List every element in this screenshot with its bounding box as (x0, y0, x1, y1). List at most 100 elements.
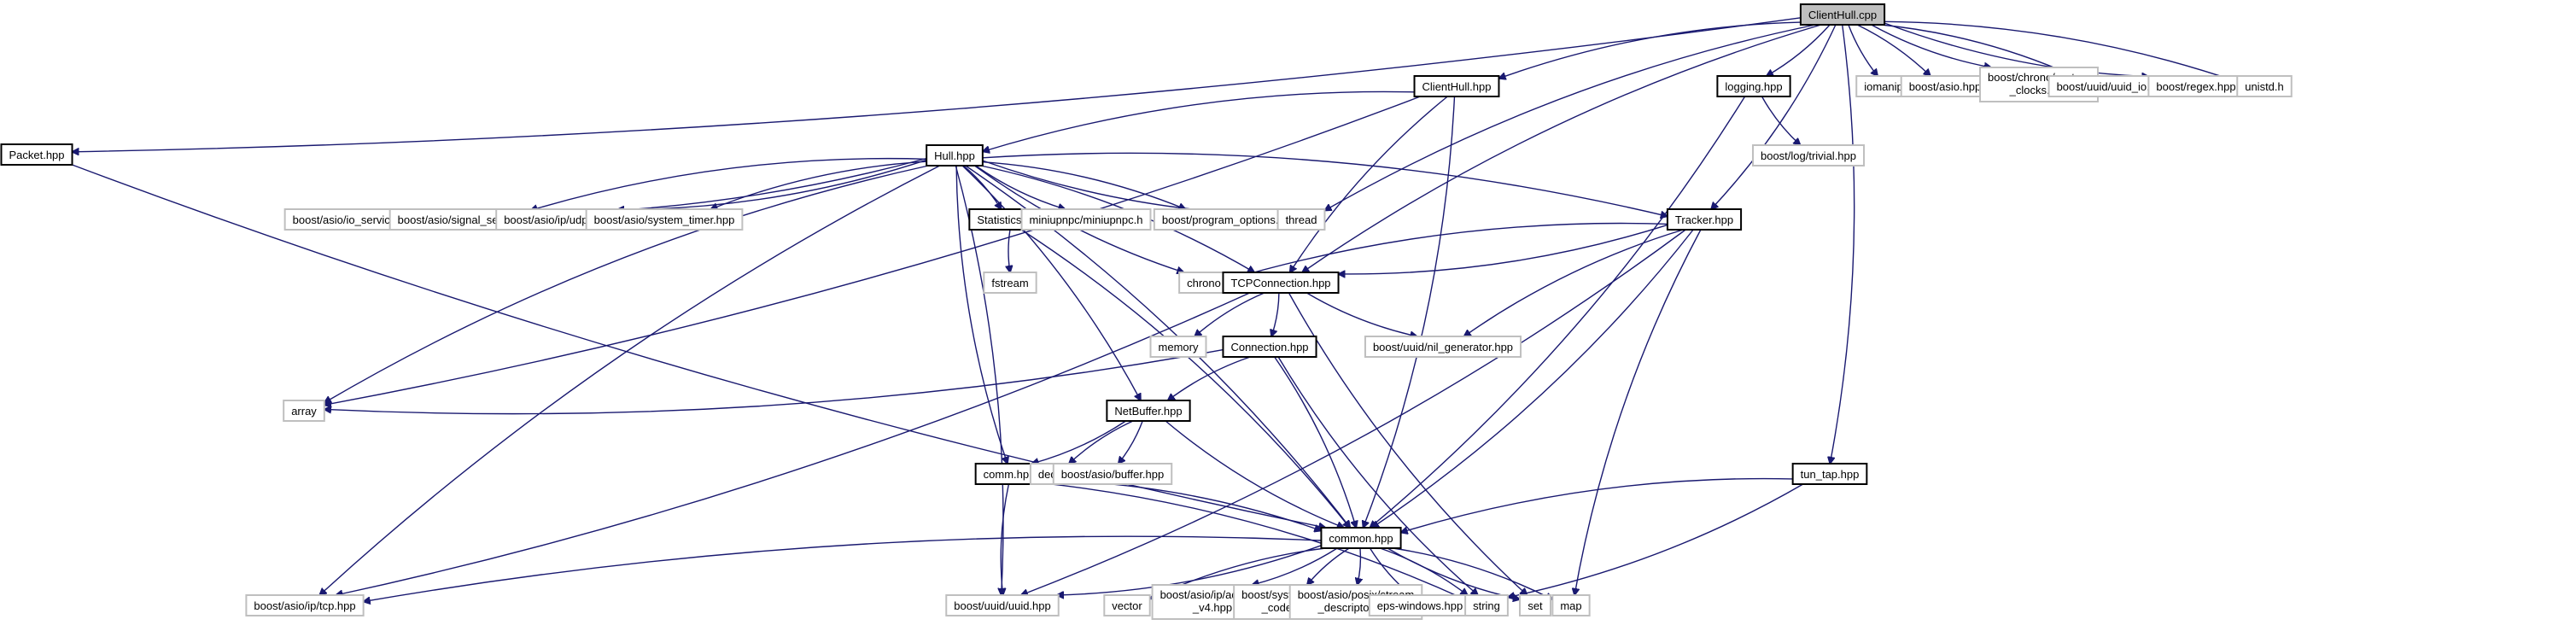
edge-tracker-hpp-to-common-hpp (1372, 229, 1694, 528)
node-label: map (1560, 599, 1581, 612)
edge-hull-hpp-to-tracker-hpp (982, 152, 1668, 216)
node-box[interactable] (1222, 272, 1340, 294)
edge-connection-hpp-to-netbuffer-hpp (1168, 356, 1251, 400)
node-clienthull-cpp[interactable]: ClientHull.cpp (1799, 3, 1886, 26)
edge-hull-hpp-to-boost-asio-io-service (425, 157, 927, 214)
edge-logging-hpp-to-common-hpp (1370, 96, 1746, 528)
node-tcpconnection-hpp[interactable]: TCPConnection.hpp (1222, 272, 1340, 294)
edge-clienthull-cpp-to-boost-uuid-uuid-io (1881, 24, 2074, 76)
edge-clienthull-cpp-to-thread (1324, 24, 1816, 211)
node-label: fstream (991, 277, 1028, 289)
node-box (1103, 594, 1151, 616)
edge-tcpconnection-hpp-to-memory (1195, 292, 1265, 336)
node-box[interactable] (1791, 463, 1868, 485)
node-map: map (1551, 594, 1591, 616)
node-netbuffer-hpp[interactable]: NetBuffer.hpp (1106, 400, 1191, 422)
node-box (1020, 208, 1152, 231)
node-tracker-hpp[interactable]: Tracker.hpp (1666, 208, 1743, 231)
edge-common-hpp-to-boost-asio-ip-address-v4 (1252, 547, 1338, 585)
edge-tracker-hpp-to-tcpconnection-hpp (1339, 224, 1668, 274)
node-box[interactable] (1716, 75, 1791, 97)
edge-connection-hpp-to-array (324, 348, 1224, 415)
edge-clienthull-cpp-to-clienthull-hpp (1499, 21, 1801, 79)
node-vector: vector (1103, 594, 1151, 616)
node-boost-asio-buffer: boost/asio/buffer.hpp (1052, 463, 1173, 485)
node-label: boost/uuid/nil_generator.hpp (1373, 341, 1513, 353)
node-label: ClientHull.hpp (1422, 80, 1492, 93)
node-label: boost/asio.hpp (1909, 80, 1982, 93)
node-boost-uuid-uuid: boost/uuid/uuid.hpp (945, 594, 1060, 616)
edge-connection-hpp-to-string (1277, 356, 1478, 595)
node-array: array (283, 400, 325, 422)
edge-netbuffer-hpp-to-comm-hpp (1031, 420, 1126, 464)
edge-clienthull-cpp-to-boost-chrono-system-clocks (1871, 24, 1991, 67)
node-label: comm.hpp (984, 468, 1036, 481)
node-boost-regex: boost/regex.hpp (2147, 75, 2245, 97)
node-logging-hpp[interactable]: logging.hpp (1716, 75, 1791, 97)
edge-clienthull-hpp-to-hull-hpp (983, 91, 1415, 151)
edges-layer (73, 17, 2238, 602)
node-fstream: fstream (983, 272, 1037, 294)
node-label: tun_tap.hpp (1801, 468, 1860, 481)
node-hull-hpp[interactable]: Hull.hpp (926, 144, 984, 167)
node-box[interactable] (1106, 400, 1191, 422)
edge-logging-hpp-to-boost-log-trivial (1761, 96, 1801, 145)
node-box[interactable] (1222, 336, 1317, 358)
edge-common-hpp-to-boost-asio-ip-tcp (364, 535, 1322, 601)
node-boost-asio-ip-tcp: boost/asio/ip/tcp.hpp (245, 594, 365, 616)
edge-hull-hpp-to-boost-asio-signal-set (530, 157, 927, 211)
node-box (245, 594, 365, 616)
edge-tracker-hpp-to-chrono (1229, 222, 1668, 280)
node-box[interactable] (0, 143, 73, 166)
edge-tcpconnection-hpp-to-boost-asio-ip-tcp (336, 292, 1250, 595)
node-box (1464, 594, 1509, 616)
node-box[interactable] (1320, 527, 1402, 549)
node-tun-tap-hpp[interactable]: tun_tap.hpp (1791, 463, 1868, 485)
edge-tun-tap-hpp-to-common-hpp (1401, 477, 1793, 533)
node-label: memory (1159, 341, 1199, 353)
edge-netbuffer-hpp-to-boost-asio-buffer (1119, 420, 1143, 464)
edge-clienthull-hpp-to-array (324, 96, 1421, 405)
node-thread: thread (1276, 208, 1326, 231)
edge-netbuffer-hpp-to-deque (1069, 420, 1134, 464)
node-label: boost/regex.hpp (2156, 80, 2235, 93)
edge-common-hpp-to-boost-system-error-code (1307, 547, 1350, 585)
node-label: boost/asio/buffer.hpp (1061, 468, 1164, 481)
edge-hull-hpp-to-boost-asio-system-timer (710, 161, 927, 209)
node-label: Packet.hpp (9, 149, 64, 161)
node-label: iomanip (1864, 80, 1903, 93)
node-string: string (1464, 594, 1509, 616)
node-label: boost/program_options.hpp (1162, 213, 1297, 226)
edge-clienthull-cpp-to-boost-regex (1884, 22, 2148, 77)
edge-hull-hpp-to-boost-program-options (982, 161, 1186, 209)
node-box (945, 594, 1060, 616)
node-set: set (1519, 594, 1551, 616)
node-label: Tracker.hpp (1675, 213, 1733, 226)
node-common-hpp[interactable]: common.hpp (1320, 527, 1402, 549)
node-box[interactable] (1666, 208, 1743, 231)
node-label: boost/uuid/uuid.hpp (954, 599, 1050, 612)
node-box[interactable] (1413, 75, 1500, 97)
node-box[interactable] (926, 144, 984, 167)
node-box (1052, 463, 1173, 485)
edge-statistics-hpp-to-common-hpp (1020, 229, 1350, 528)
edge-common-hpp-to-map (1393, 547, 1552, 599)
edge-connection-hpp-to-common-hpp (1274, 356, 1357, 528)
node-clienthull-hpp[interactable]: ClientHull.hpp (1413, 75, 1500, 97)
node-label: _v4.hpp (1192, 601, 1232, 614)
edge-clienthull-hpp-to-tcpconnection-hpp (1290, 96, 1448, 272)
node-packet-hpp[interactable]: Packet.hpp (0, 143, 73, 166)
edge-clienthull-cpp-to-unistd-h (1884, 20, 2237, 81)
node-box[interactable] (1799, 3, 1886, 26)
node-boost-asio-system-timer: boost/asio/system_timer.hpp (585, 208, 744, 231)
node-label: thread (1286, 213, 1317, 226)
node-chrono: chrono (1178, 272, 1230, 294)
node-label: array (291, 405, 317, 418)
node-label: boost/asio/io_service.hpp (293, 213, 418, 226)
node-label: unistd.h (2245, 80, 2284, 93)
node-box (1364, 336, 1522, 358)
edge-tracker-hpp-to-boost-uuid-nil-generator (1464, 229, 1684, 336)
node-connection-hpp[interactable]: Connection.hpp (1222, 336, 1317, 358)
